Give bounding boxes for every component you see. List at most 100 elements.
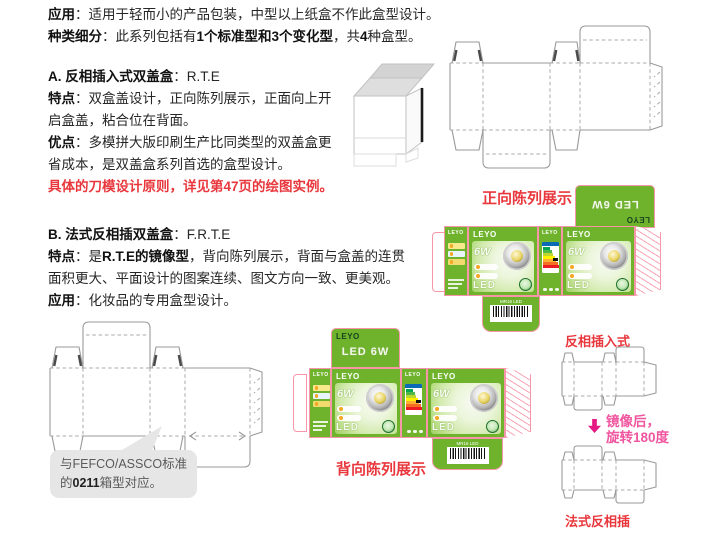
spec-bar (313, 425, 326, 427)
french-reverse-label: 法式反相插 (565, 514, 631, 529)
eco-badge (382, 420, 395, 433)
cert-icon (407, 429, 411, 433)
feature-pill (474, 264, 498, 270)
lid-subtitle-text: LED 6W (591, 198, 639, 210)
energy-label-header (405, 384, 422, 388)
section-a-advantage-line2: 省成本，是双盖盒系列首选的盒型设计。 (48, 157, 291, 172)
main-panel-back: LEYO 6W LED (427, 368, 505, 438)
eco-badge (519, 278, 532, 291)
barcode (446, 447, 489, 464)
panel-brand-text: LEYO (336, 372, 360, 381)
cert-icon (543, 287, 547, 291)
front-display-label: 正向陈列展示 (482, 190, 573, 207)
section-a-advantage-label: 优点 (48, 135, 75, 150)
packaging-lid-rotated: LEYO LED 6W (575, 185, 655, 228)
side-panel: LEYO (444, 226, 468, 296)
energy-label (405, 384, 422, 415)
eco-badge (616, 278, 629, 291)
intro-line2-pre: ：此系列包括有 (102, 29, 197, 44)
section-a-feature-line2: 启盒盖，粘合位在背面。 (48, 113, 197, 128)
color-swatch-cool (313, 393, 330, 399)
side-brand-text: LEYO (313, 372, 329, 378)
spec-bar (313, 421, 328, 423)
color-swatch-day (313, 401, 330, 407)
section-a-feature-1: 特点：双盒盖设计，正向陈列展示，正面向上开 (48, 88, 333, 110)
main-panel-front: LEYO 6W LED (331, 368, 401, 438)
panel-led-text: LED (473, 280, 496, 291)
section-b-application: 应用：化妆品的专用盒型设计。 (48, 290, 405, 312)
section-b-feature-2: 面积更大、平面设计的图案连续、图文方向一致、更美观。 (48, 268, 405, 290)
energy-panel: LEYO (401, 368, 427, 438)
spec-bar (448, 287, 458, 289)
section-b-title: B. 法式反相插双盖盒：F.R.T.E (48, 224, 405, 246)
mirror-note: 镜像后， 旋转180度 (606, 414, 669, 446)
spec-bar (448, 279, 464, 281)
led-lamp-image (470, 384, 498, 412)
dieline-rte (449, 25, 663, 169)
spec-bar (448, 283, 462, 285)
color-swatch-cool (448, 251, 465, 257)
feature-pill (568, 264, 592, 270)
intro-line2-end: 种盒型。 (367, 29, 422, 44)
feature-pill (433, 406, 457, 412)
cert-icon (413, 429, 417, 433)
dieline-frte (49, 321, 263, 468)
section-b-feature-line2: 面积更大、平面设计的图案连续、图文方向一致、更美观。 (48, 271, 399, 286)
section-a-feature-2: 启盒盖，粘合位在背面。 (48, 110, 333, 132)
intro-paragraph: 应用：适用于轻而小的产品包装，中型以上纸盒不作此盒型设计。 种类细分：此系列包括… (48, 4, 440, 48)
intro-line2-num: 4 (360, 29, 368, 44)
barcode (490, 305, 532, 322)
section-b-application-label: 应用 (48, 293, 75, 308)
section-b-application-text: ：化妆品的专用盒型设计。 (75, 293, 237, 308)
section-b-feature-post: ，背向陈列展示，背面与盒盖的连贯 (189, 249, 406, 264)
section-b-title-bold: B. 法式反相插双盖盒 (48, 227, 174, 242)
panel-brand-text: LEYO (432, 372, 456, 381)
main-panel-front: LEYO 6W LED (468, 226, 538, 296)
panel-led-text: LED (567, 280, 590, 291)
packaging-front-display: LEYO LED 6W LEYO LEYO 6W LED LEY (432, 185, 664, 335)
main-panel-back: LEYO 6W LED (562, 226, 635, 296)
panel-wattage-text: 6W (474, 246, 491, 258)
panel-led-text: LED (336, 422, 359, 433)
back-display-label: 背向陈列展示 (336, 461, 427, 478)
dieline-small-rte (561, 346, 657, 411)
feature-pill (433, 415, 457, 421)
feature-pill (337, 406, 361, 412)
mirror-note-line2: 旋转180度 (606, 430, 670, 445)
panel-wattage-text: 6W (433, 388, 450, 400)
packaging-back-display: LEYO LED 6W LEYO LEYO 6W LED LEY (293, 326, 533, 478)
cert-icon (549, 287, 553, 291)
lid-brand-text: LEYO (336, 332, 360, 341)
barcode-flap: MR16 LED (432, 438, 503, 470)
panel-brand-text: LEYO (567, 230, 591, 239)
color-swatch-day (448, 259, 465, 265)
section-b-title-code: ：F.R.T.E (173, 227, 231, 242)
section-a-title-code: ：R.T.E (173, 69, 220, 84)
callout-line2-post: 箱型对应。 (99, 476, 163, 490)
section-b-feature-label: 特点 (48, 249, 75, 264)
dust-flap (293, 374, 307, 432)
energy-panel: LEYO (538, 226, 562, 296)
intro-line2-mid: ，共 (333, 29, 361, 44)
panel-led-text: LED (432, 422, 455, 433)
intro-line1-text: ：适用于轻而小的产品包装，中型以上纸盒不作此盒型设计。 (75, 7, 440, 22)
intro-line2-label: 种类细分 (48, 29, 102, 44)
side-brand-text: LEYO (405, 372, 421, 378)
intro-line-2: 种类细分：此系列包括有1个标准型和3个变化型，共4种盒型。 (48, 26, 440, 48)
glue-flap (635, 226, 661, 296)
intro-line-1: 应用：适用于轻而小的产品包装，中型以上纸盒不作此盒型设计。 (48, 4, 440, 26)
cert-icon (555, 287, 559, 291)
panel-wattage-text: 6W (568, 246, 585, 258)
panel-brand-text: LEYO (473, 230, 497, 239)
callout-line2: 的0211箱型对应。 (60, 474, 187, 493)
packaging-lid: LEYO LED 6W (331, 328, 400, 368)
reverse-tuck-label: 反相插入式 (565, 334, 631, 349)
led-lamp-image (503, 242, 531, 270)
feature-pill (474, 273, 498, 279)
led-lamp-image (366, 384, 394, 412)
glue-flap (505, 368, 531, 438)
section-a-note: 具体的刀模设计原则，详见第47页的绘图实例。 (48, 179, 334, 194)
lid-brand-text: LEYO (626, 215, 650, 224)
cert-icon (419, 429, 423, 433)
